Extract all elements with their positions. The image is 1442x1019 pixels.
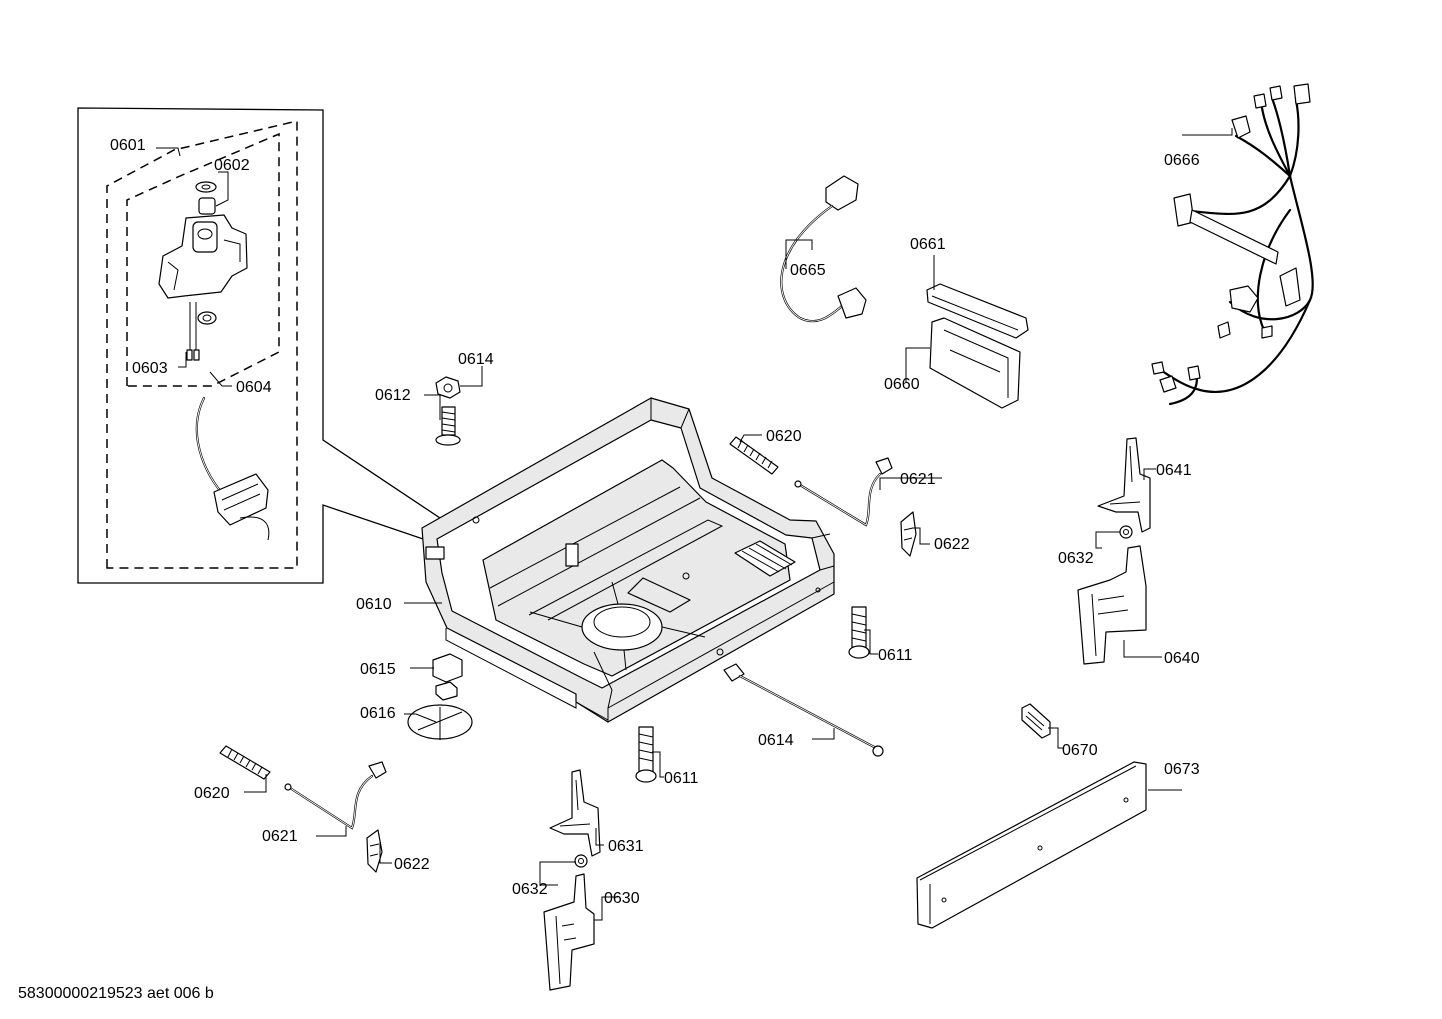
label-0620-left: 0620	[194, 785, 230, 802]
inlet-valve-group	[158, 181, 270, 541]
kickplate-0673	[916, 761, 1147, 929]
detail-inset	[77, 107, 471, 584]
label-0611-right: 0611	[878, 647, 913, 664]
part-labels: 0601 0602 0603 0604 0612 0614 0610 0615 …	[110, 137, 1200, 907]
wiring-harness-0666	[1151, 83, 1314, 406]
foot-0611-right	[848, 606, 870, 659]
label-0670: 0670	[1062, 742, 1098, 759]
label-0632-lower: 0632	[512, 881, 548, 898]
nut-0614-top	[435, 376, 461, 399]
label-0612: 0612	[375, 387, 411, 404]
label-0665: 0665	[790, 262, 826, 279]
hinge-0630	[543, 873, 595, 991]
label-0660: 0660	[884, 376, 920, 393]
label-0621-right: 0621	[900, 471, 936, 488]
label-0603: 0603	[132, 360, 168, 377]
label-0666: 0666	[1164, 152, 1200, 169]
washer-0632-upper	[1119, 525, 1133, 539]
label-0621-left: 0621	[262, 828, 298, 845]
clip-0622-right	[900, 511, 917, 557]
label-0622-left: 0622	[394, 856, 430, 873]
rod-0614	[723, 663, 884, 757]
profile-0661	[926, 283, 1029, 339]
connector-0615	[432, 653, 463, 701]
label-0610: 0610	[356, 596, 392, 613]
label-0614-top: 0614	[458, 351, 494, 368]
spring-0620-left	[219, 745, 271, 780]
leader-lines	[156, 128, 1233, 921]
label-0622-right: 0622	[934, 536, 970, 553]
label-0632-upper: 0632	[1058, 550, 1094, 567]
plate-0616	[407, 704, 473, 740]
base-tub	[421, 397, 835, 723]
label-0630: 0630	[604, 890, 640, 907]
label-0640: 0640	[1164, 650, 1200, 667]
washer-0632-lower	[574, 854, 588, 868]
cable-0621-right	[794, 457, 893, 527]
hinge-0631	[549, 769, 601, 857]
hinge-0641	[1097, 437, 1151, 533]
document-code: 58300000219523 aet 006 b	[18, 985, 214, 1002]
cable-0621-left	[284, 761, 387, 830]
label-0616: 0616	[360, 705, 396, 722]
label-0611-lower: 0611	[664, 770, 699, 787]
foot-0611-lower	[635, 726, 657, 783]
part-0670	[1021, 703, 1051, 739]
label-0604: 0604	[236, 379, 272, 396]
label-0673: 0673	[1164, 761, 1200, 778]
label-0614-rod: 0614	[758, 732, 794, 749]
label-0631: 0631	[608, 838, 644, 855]
spring-0620-right	[729, 436, 779, 475]
foot-0612	[435, 406, 461, 446]
label-0641: 0641	[1156, 462, 1192, 479]
label-0661: 0661	[910, 236, 946, 253]
label-0620-right: 0620	[766, 428, 802, 445]
cover-0660	[929, 317, 1021, 409]
hinge-0640	[1077, 545, 1147, 665]
clip-0622-left	[366, 829, 383, 873]
label-0615: 0615	[360, 661, 396, 678]
label-0601: 0601	[110, 137, 146, 154]
label-0602: 0602	[214, 157, 250, 174]
power-cord-0665	[780, 175, 867, 323]
